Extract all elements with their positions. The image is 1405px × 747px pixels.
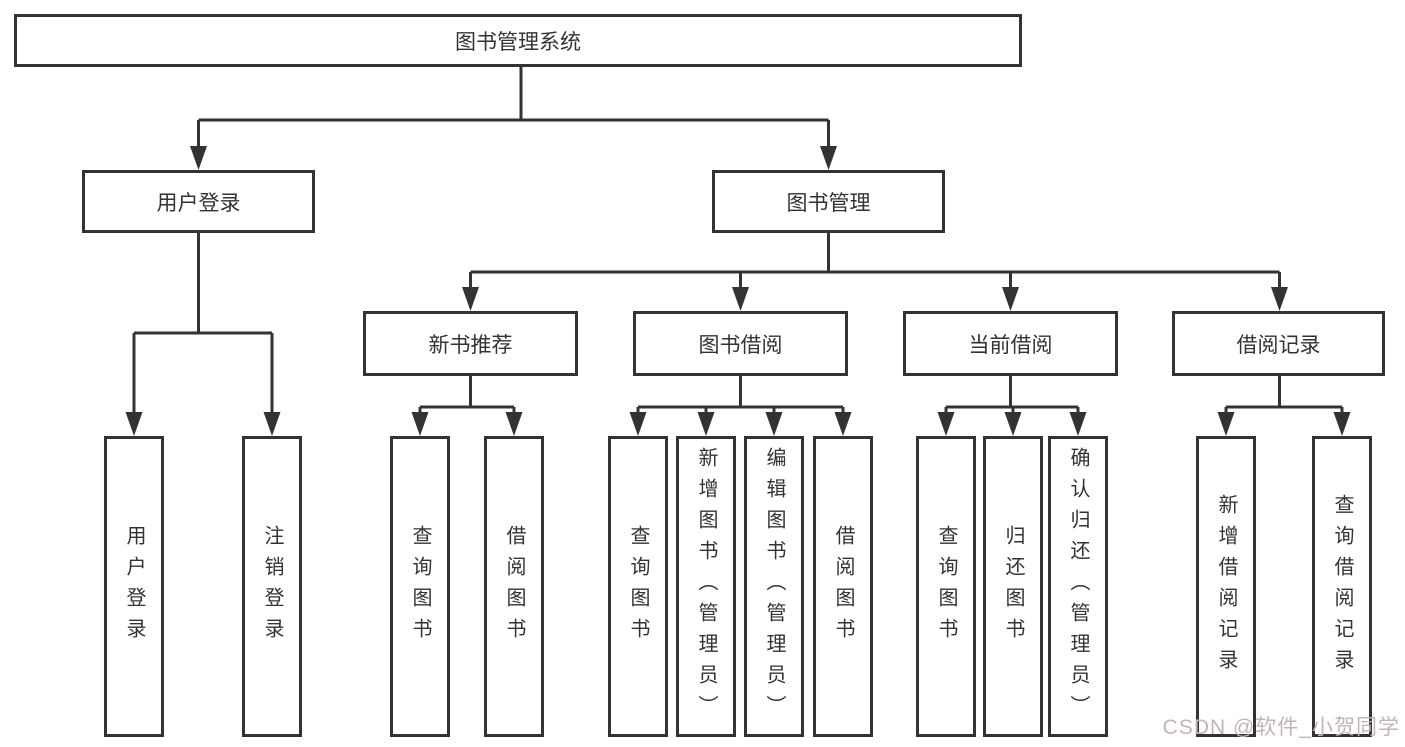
leaf-borrowing-borrow-book: 借阅图书 — [813, 436, 873, 737]
arrowhead — [1069, 412, 1087, 436]
borrowing-branch-line — [638, 376, 843, 409]
leaf-user-login: 用户登录 — [104, 436, 164, 737]
arrowhead — [1217, 412, 1235, 436]
arrowhead — [732, 287, 749, 311]
arrowhead — [765, 412, 783, 436]
arrowhead — [937, 412, 955, 436]
arrowhead — [629, 412, 647, 436]
current-branch-line — [946, 376, 1078, 409]
node-user-login: 用户登录 — [82, 170, 315, 233]
arrowhead — [190, 146, 207, 170]
user-login-branch-line — [134, 233, 272, 335]
arrowhead — [505, 412, 523, 436]
arrowhead — [697, 412, 715, 436]
leaf-current-confirm-return-admin: 确认归还（管理员） — [1048, 436, 1108, 737]
arrowhead — [1271, 287, 1288, 311]
arrowhead — [834, 412, 852, 436]
arrowhead — [1002, 287, 1019, 311]
leaf-current-query-book: 查询图书 — [916, 436, 976, 737]
leaf-current-return-book: 归还图书 — [983, 436, 1043, 737]
leaf-borrowing-query-book: 查询图书 — [608, 436, 668, 737]
node-book-borrowing: 图书借阅 — [633, 311, 848, 376]
node-current-borrowing: 当前借阅 — [903, 311, 1118, 376]
leaf-records-add-record: 新增借阅记录 — [1196, 436, 1256, 737]
node-new-book-recommend: 新书推荐 — [363, 311, 578, 376]
arrowhead — [263, 412, 281, 436]
node-library-system: 图书管理系统 — [14, 14, 1022, 67]
arrowhead — [1333, 412, 1351, 436]
arrowhead — [820, 146, 837, 170]
node-book-management: 图书管理 — [712, 170, 945, 233]
book-mgmt-branch-line — [470, 233, 1280, 274]
root-branch-line — [198, 67, 829, 122]
newbook-branch-line — [420, 376, 514, 409]
leaf-records-query-record: 查询借阅记录 — [1312, 436, 1372, 737]
leaf-newbook-borrow-book: 借阅图书 — [484, 436, 544, 737]
node-borrowing-records: 借阅记录 — [1172, 311, 1385, 376]
records-branch-line — [1226, 376, 1342, 409]
leaf-borrowing-edit-book-admin: 编辑图书（管理员） — [744, 436, 804, 737]
leaf-newbook-query-book: 查询图书 — [390, 436, 450, 737]
csdn-watermark: CSDN @软件_小贺同学 — [1162, 716, 1400, 739]
arrowhead — [411, 412, 429, 436]
arrowhead — [1004, 412, 1022, 436]
leaf-borrowing-add-book-admin: 新增图书（管理员） — [676, 436, 736, 737]
leaf-logout: 注销登录 — [242, 436, 302, 737]
arrowhead — [125, 412, 143, 436]
arrowhead — [462, 287, 479, 311]
